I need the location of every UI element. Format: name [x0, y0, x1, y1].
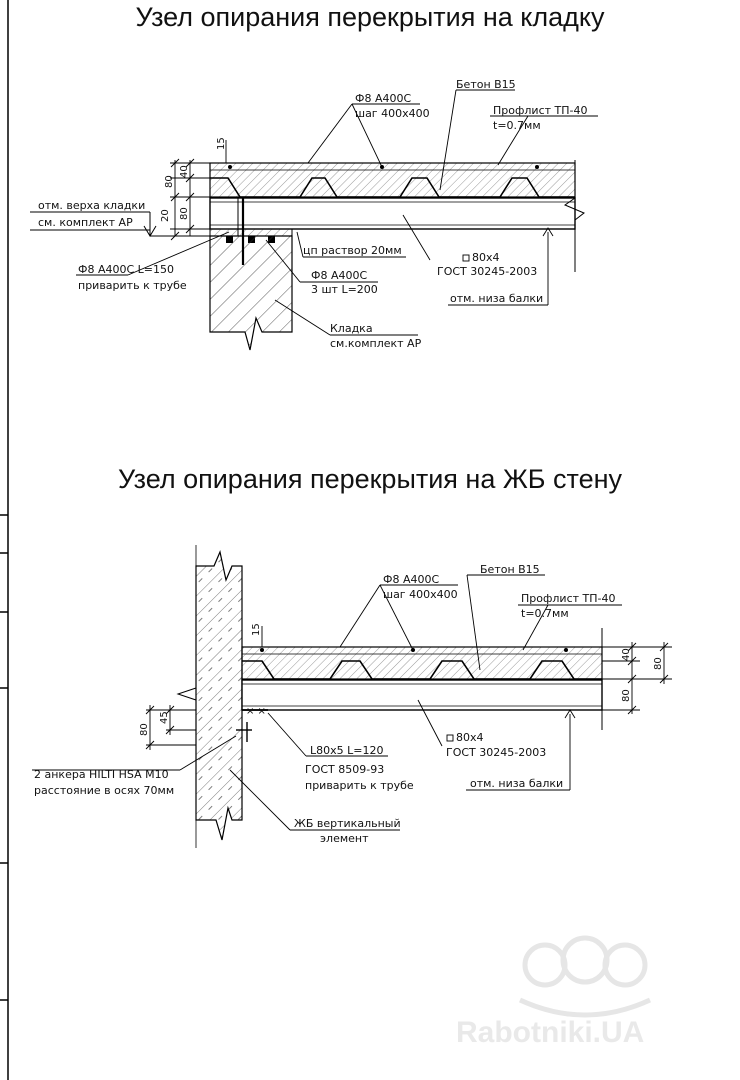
label-anchors: 2 анкера HILTI HSA M10: [34, 768, 169, 781]
detail1-title: Узел опирания перекрытия на кладку: [135, 2, 605, 32]
label-pipe: 80х4: [456, 731, 484, 744]
detail1-drawing: 15 40 80 80 20 Ф8 А400С: [30, 78, 598, 351]
label-mark-masonry-top: отм. верха кладки: [38, 199, 145, 212]
sheet-frame: [0, 0, 9, 1080]
concrete-slab: [241, 646, 603, 680]
label-mark-beam-bottom: отм. низа балки: [470, 777, 563, 790]
weld-marks: × ×: [246, 706, 266, 717]
label-pipe-gost: ГОСТ 30245-2003: [437, 265, 537, 278]
label-concrete: Бетон В15: [456, 78, 516, 91]
masonry-top-marker: [30, 211, 210, 237]
dim-40: 40: [179, 165, 190, 178]
dim-20: 20: [160, 209, 171, 222]
label-pipe: 80х4: [472, 251, 500, 264]
label-rebar-3pcs: 3 шт L=200: [311, 283, 378, 296]
label-weld-to-pipe: приварить к трубе: [78, 279, 187, 292]
label-masonry: Кладка: [330, 322, 373, 335]
worker-helmets-icon: [518, 935, 652, 1018]
detail1-dimensions: [170, 140, 227, 241]
label-rebar-l150: Ф8 А400С L=150: [78, 263, 174, 276]
label-deck-thickness: t=0.7мм: [521, 607, 569, 620]
break-line: [563, 160, 585, 272]
label-anchors-distance: расстояние в осях 70мм: [34, 784, 174, 797]
profiled-deck: [210, 177, 575, 198]
pipe-beam: [241, 679, 603, 711]
dim-80-beam: 80: [621, 689, 632, 702]
rc-wall: [195, 550, 243, 841]
label-deck-thickness: t=0.7мм: [493, 119, 541, 132]
label-rebar: Ф8 А400С: [355, 92, 411, 105]
dim-80-beam: 80: [179, 207, 190, 220]
label-rebar-3pcs-title: Ф8 А400С: [311, 269, 367, 282]
dim-80-anchor: 80: [139, 723, 150, 736]
masonry-wall: [209, 235, 293, 351]
label-angle-gost: ГОСТ 8509-93: [305, 763, 384, 776]
detail2-title: Узел опирания перекрытия на ЖБ стену: [118, 464, 622, 494]
concrete-slab: [209, 162, 576, 198]
detail2-dimensions: [145, 626, 672, 750]
label-deck: Профлист ТП-40: [493, 104, 587, 117]
svg-text:× ×: × ×: [246, 706, 266, 717]
watermark: Rabotniki.UA: [456, 935, 652, 1049]
label-rebar-step: шаг 400х400: [383, 588, 458, 601]
label-rebar-step: шаг 400х400: [355, 107, 430, 120]
detail1-leaders: [76, 89, 598, 336]
dim-15: 15: [251, 623, 262, 636]
label-rc-wall-2: элемент: [320, 832, 369, 845]
dim-40: 40: [621, 648, 632, 661]
dim-45: 45: [159, 711, 170, 724]
label-mark-masonry-ref: см. комплект АР: [38, 216, 133, 229]
label-concrete: Бетон В15: [480, 563, 540, 576]
dim-80-slab: 80: [164, 175, 175, 188]
watermark-text: Rabotniki.UA: [456, 1016, 644, 1049]
label-rebar: Ф8 А400С: [383, 573, 439, 586]
profiled-deck: [242, 660, 602, 680]
label-pipe-gost: ГОСТ 30245-2003: [446, 746, 546, 759]
label-deck: Профлист ТП-40: [521, 592, 615, 605]
wall-break: [176, 687, 197, 701]
label-mortar: цп раствор 20мм: [303, 244, 402, 257]
label-mark-beam-bottom: отм. низа балки: [450, 292, 543, 305]
label-masonry-ref: см.комплект АР: [330, 337, 422, 350]
label-weld-to-pipe: приварить к трубе: [305, 779, 414, 792]
detail2-leaders: [32, 574, 622, 831]
label-rc-wall: ЖБ вертикальный: [294, 817, 401, 830]
label-angle: L80х5 L=120: [310, 744, 383, 757]
detail2-drawing: 15 40 80 80 80 45 × × Ф8 А400С шаг 400х4…: [32, 545, 672, 848]
dim-80-slab: 80: [653, 657, 664, 670]
pipe-beam: [209, 197, 576, 230]
dim-15: 15: [216, 137, 227, 150]
